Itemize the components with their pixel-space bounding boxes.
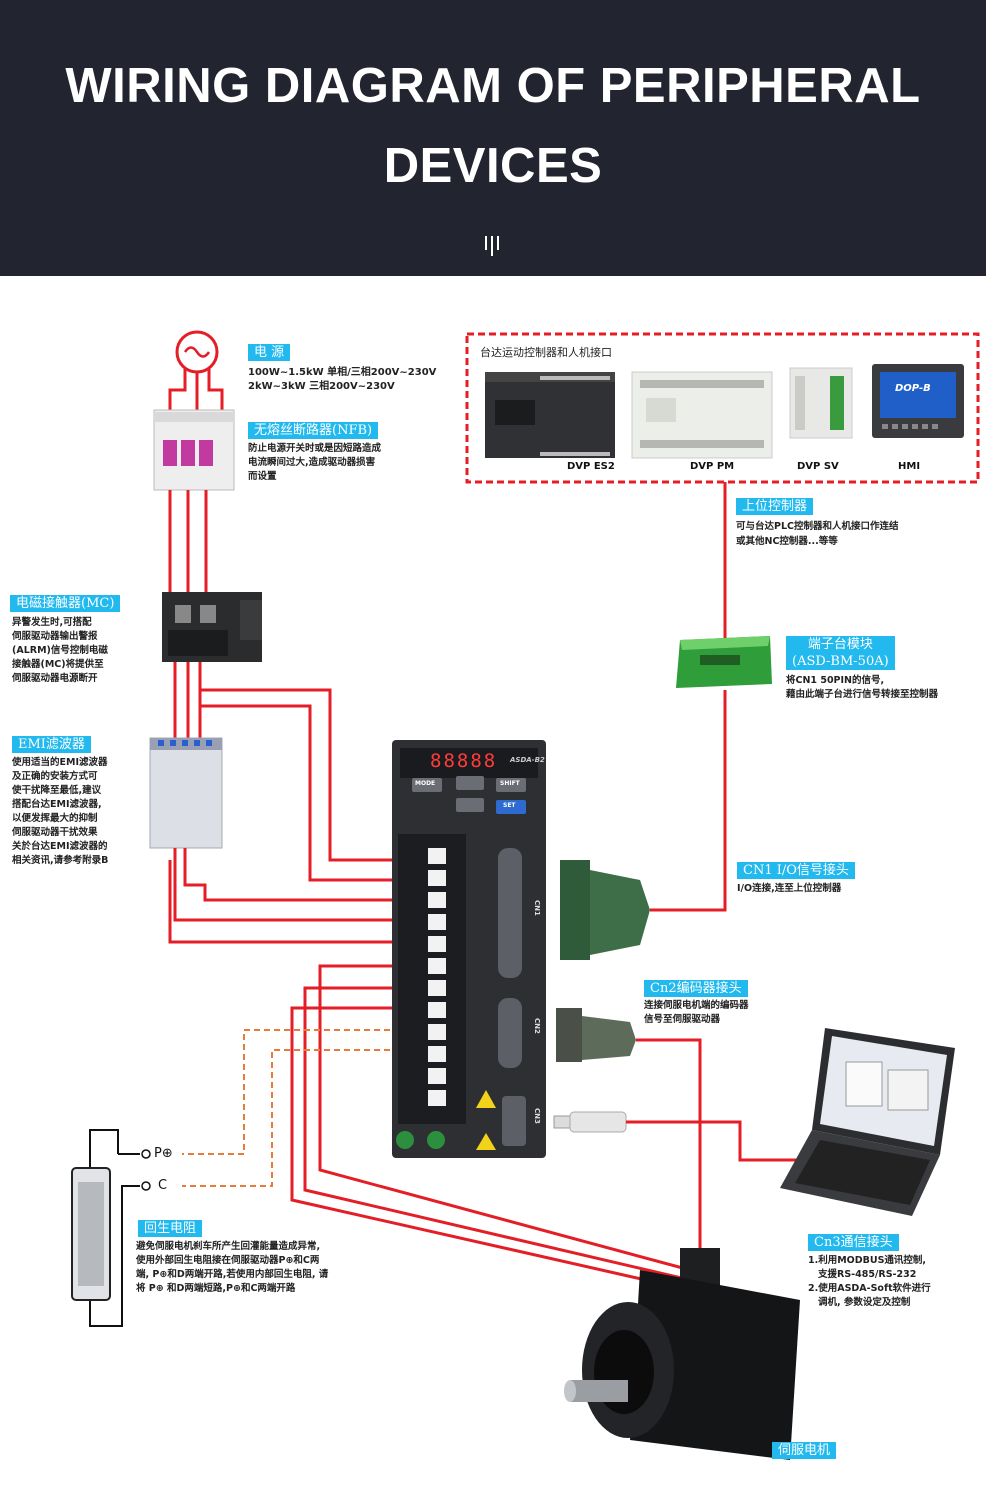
regen-terminal-c: C (158, 1178, 168, 1193)
upper-controller-label: 上位控制器 (736, 498, 814, 515)
servo-motor (564, 1248, 800, 1460)
divider-icon (485, 236, 503, 256)
header-banner: WIRING DIAGRAM OF PERIPHERAL DEVICES (0, 0, 986, 276)
cn3-line: 1.利用MODBUS通讯控制, (808, 1255, 927, 1266)
power-label: 电 源 (248, 344, 291, 361)
mc-line: 伺服驱动器电源断开 (12, 673, 98, 684)
cn2-label: Cn2编码器接头 (644, 980, 748, 997)
terminal-block-line: 将CN1 50PIN的信号, (786, 675, 885, 686)
regen-description: 避免伺服电机刹车所产生回灌能量造成异常, 使用外部回生电阻接在伺服驱动器P⊕和C… (136, 1240, 328, 1296)
emi-filter (149, 737, 223, 849)
shift-button[interactable]: SHIFT (500, 780, 520, 787)
nfb-line: 电流瞬间过大,造成驱动器损害 (248, 457, 376, 468)
cn3-line: 2.使用ASDA-Soft软件进行 (808, 1283, 931, 1294)
cn3-line: 支援RS-485/RS-232 (818, 1269, 917, 1280)
power-spec-2: 2kW~3kW 三相200V~230V (248, 381, 395, 392)
hmi-caption: HMI (898, 461, 921, 472)
cn3-description: 1.利用MODBUS通讯控制, 支援RS-485/RS-232 2.使用ASDA… (808, 1254, 931, 1310)
emi-line: 以便发挥最大的抑制 (12, 813, 98, 824)
hmi-logo: DOP-B (895, 383, 931, 394)
nfb-label: 无熔丝断路器(NFB) (248, 422, 379, 439)
regen-terminal-p: P⊕ (154, 1146, 173, 1161)
laptop (780, 1028, 955, 1216)
wiring-diagram (71, 330, 980, 1460)
emi-description: 使用适当的EMI滤波器 及正确的安装方式可 使干扰降至最低,建议 搭配台达EMI… (12, 756, 108, 868)
cn2-connector (556, 1008, 636, 1062)
nfb-breaker (153, 409, 235, 491)
emi-label: EMI滤波器 (12, 736, 91, 753)
regen-line: 使用外部回生电阻接在伺服驱动器P⊕和C两 (136, 1255, 320, 1266)
mc-line: (ALRM)信号控制电磁 (12, 645, 108, 656)
controller-group-title: 台达运动控制器和人机接口 (480, 346, 612, 359)
mc-description: 异警发生时,可搭配 伺服驱动器输出警报 (ALRM)信号控制电磁 接触器(MC)… (12, 616, 108, 686)
mode-button[interactable]: MODE (415, 780, 436, 787)
dvp-pm-caption: DVP PM (690, 461, 735, 472)
cn1-line: I/O连接,连至上位控制器 (737, 883, 842, 894)
regen-resistor (71, 1129, 151, 1327)
motor-label: 伺服电机 (772, 1442, 837, 1459)
terminal-block-label-line2: (ASD-BM-50A) (792, 654, 889, 669)
dvp-sv-plc (789, 367, 853, 439)
cn2-port-label: CN2 (533, 1018, 541, 1034)
cn1-connector (560, 860, 650, 960)
regen-line: 端, P⊕和D两端开路,若使用内部回生电阻, 请 (136, 1269, 329, 1280)
emi-line: 关於台达EMI滤波器的 (12, 841, 108, 852)
drive-led-display: 88888 (430, 750, 498, 772)
emi-line: 相关资讯,请参考附录B (12, 855, 109, 866)
mc-line: 异警发生时,可搭配 (12, 617, 92, 628)
cn1-label: CN1 I/O信号接头 (737, 862, 855, 879)
dvp-sv-caption: DVP SV (797, 461, 839, 472)
cn3-line: 调机, 参数设定及控制 (818, 1297, 911, 1308)
usb-cable (553, 1111, 800, 1162)
emi-line: 及正确的安装方式可 (12, 771, 98, 782)
set-button[interactable]: SET (503, 802, 516, 809)
regen-line: 避免伺服电机刹车所产生回灌能量造成异常, (136, 1241, 321, 1252)
mc-line: 接触器(MC)将提供至 (12, 659, 104, 670)
mc-contactor (162, 592, 262, 662)
regen-line: 将 P⊕ 和D两端短路,P⊕和C两端开路 (136, 1283, 296, 1294)
power-source-symbol (168, 330, 224, 410)
drive-brand: ASDA-B2 (510, 756, 545, 764)
mc-label: 电磁接触器(MC) (10, 595, 121, 612)
dvp-es2-caption: DVP ES2 (567, 461, 615, 472)
upper-controller-line: 可与台达PLC控制器和人机接口作连结 (736, 521, 899, 532)
terminal-block-module (676, 636, 772, 688)
dvp-es2-plc (485, 372, 615, 458)
page-title-line2: DEVICES (383, 139, 603, 193)
regen-label: 回生电阻 (138, 1220, 203, 1237)
cn2-line: 信号至伺服驱动器 (644, 1014, 721, 1025)
cn1-port-label: CN1 (533, 900, 541, 916)
terminal-block-label: 端子台模块 (ASD-BM-50A) (786, 636, 895, 670)
dvp-pm-plc (631, 371, 773, 459)
emi-line: 伺服驱动器干扰效果 (12, 827, 98, 838)
terminal-block-line: 藉由此端子台进行信号转接至控制器 (786, 689, 939, 700)
upper-controller-line: 或其他NC控制器...等等 (736, 536, 838, 547)
emi-line: 使干扰降至最低,建议 (12, 785, 102, 796)
cn2-line: 连接伺服电机端的编码器 (644, 1000, 749, 1011)
nfb-line: 而设置 (248, 471, 277, 482)
emi-line: 使用适当的EMI滤波器 (12, 757, 108, 768)
hmi-panel (872, 364, 964, 438)
power-spec-1: 100W~1.5kW 单相/三相200V~230V (248, 367, 437, 378)
cn3-port-label: CN3 (533, 1108, 541, 1124)
mc-line: 伺服驱动器输出警报 (12, 631, 98, 642)
nfb-line: 防止电源开关时或是因短路造成 (248, 443, 382, 454)
terminal-block-label-line1: 端子台模块 (807, 637, 873, 652)
nfb-description: 防止电源开关时或是因短路造成 电流瞬间过大,造成驱动器损害 而设置 (248, 442, 381, 484)
controller-group-frame (465, 332, 980, 484)
page-title-line1: WIRING DIAGRAM OF PERIPHERAL (65, 59, 921, 113)
emi-line: 搭配台达EMI滤波器, (12, 799, 102, 810)
cn3-label: Cn3通信接头 (808, 1234, 899, 1251)
servo-drive-body (392, 740, 546, 1158)
